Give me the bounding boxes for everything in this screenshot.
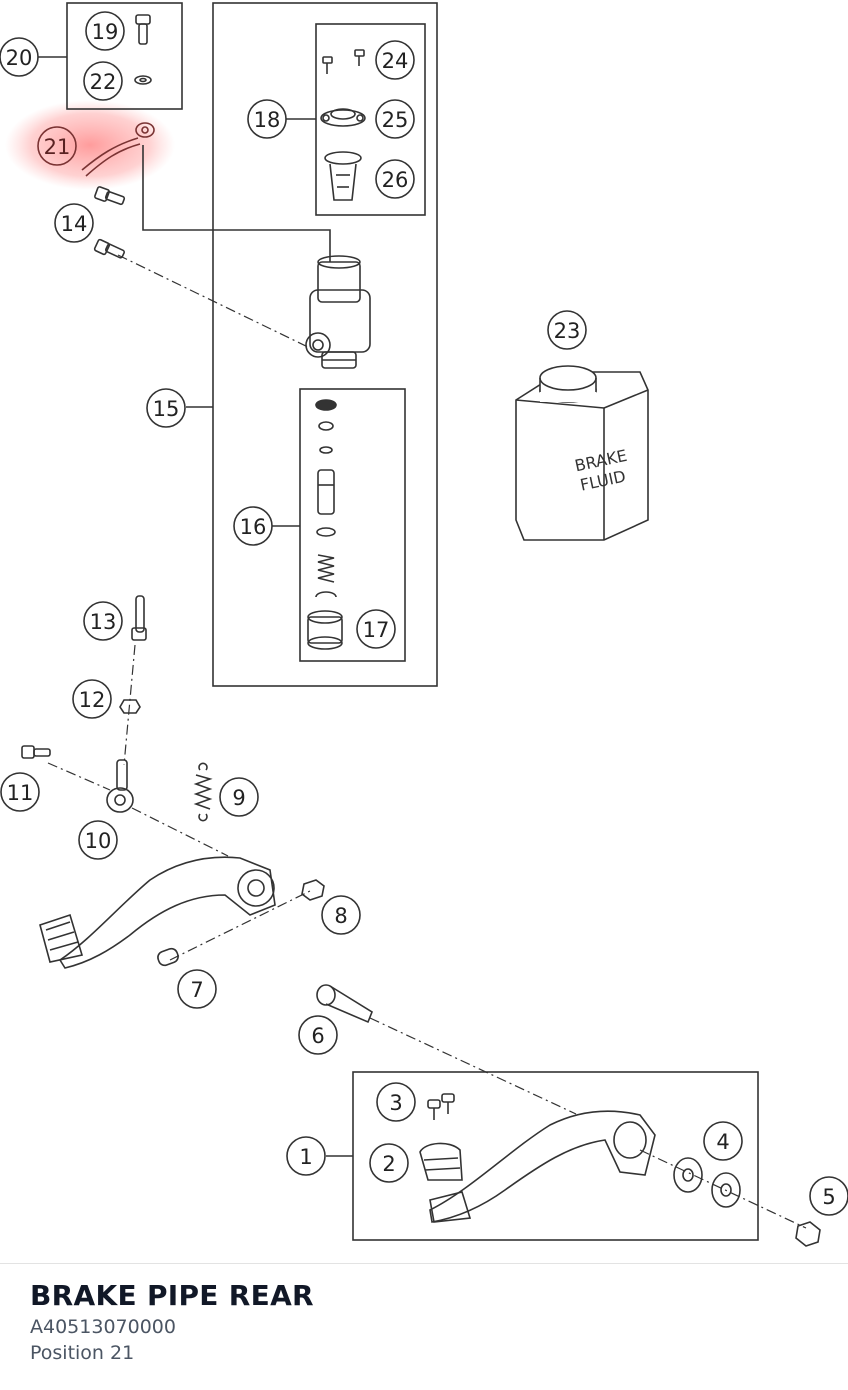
part-6-bolt — [316, 984, 373, 1024]
svg-text:17: 17 — [363, 618, 390, 642]
svg-text:1: 1 — [299, 1145, 312, 1169]
callout-2[interactable]: 2 — [369, 1143, 409, 1183]
svg-text:26: 26 — [382, 168, 409, 192]
part-5-nut — [795, 1221, 821, 1247]
assembly-axes — [47, 254, 807, 1229]
callout-8[interactable]: 8 — [321, 895, 361, 935]
callout-18[interactable]: 18 — [247, 99, 287, 139]
part-22-washer — [134, 75, 152, 85]
callout-12[interactable]: 12 — [72, 679, 112, 719]
part-17-seal — [307, 610, 343, 650]
svg-text:6: 6 — [311, 1024, 324, 1048]
part-16-piston-kit — [315, 399, 337, 598]
exploded-parts-diagram: BRAKE FLUID — [0, 2, 848, 1247]
part-name: BRAKE PIPE REAR — [30, 1279, 314, 1312]
part-10-clevis — [106, 759, 134, 813]
svg-text:15: 15 — [153, 397, 180, 421]
svg-text:14: 14 — [61, 212, 88, 236]
callout-21[interactable]: 21 — [37, 126, 77, 166]
callout-13[interactable]: 13 — [83, 601, 123, 641]
svg-text:8: 8 — [334, 904, 347, 928]
callout-6[interactable]: 6 — [298, 1015, 338, 1055]
svg-text:11: 11 — [7, 781, 34, 805]
part-4-bushings — [673, 1157, 741, 1208]
callout-3[interactable]: 3 — [376, 1082, 416, 1122]
part-26-membrane — [324, 151, 362, 201]
part-brake-pedal-upper — [39, 856, 276, 969]
callout-20[interactable]: 20 — [0, 37, 39, 77]
highlight-glow — [5, 100, 175, 190]
callout-22[interactable]: 22 — [83, 61, 123, 101]
leader-lines — [38, 56, 353, 1157]
divider — [0, 1263, 848, 1264]
callout-23[interactable]: 23 — [547, 310, 587, 350]
group-box-20 — [66, 2, 183, 110]
part-8-nut — [301, 879, 325, 901]
part-7-pin — [157, 947, 179, 967]
part-2-step-plate — [419, 1142, 463, 1181]
group-box-15 — [212, 2, 438, 687]
callout-14[interactable]: 14 — [54, 203, 94, 243]
svg-text:7: 7 — [190, 978, 203, 1002]
callout-17[interactable]: 17 — [356, 609, 396, 649]
part-21-brake-pipe — [81, 122, 155, 177]
part-25-cap — [320, 108, 366, 127]
svg-text:25: 25 — [382, 108, 409, 132]
svg-text:5: 5 — [822, 1185, 835, 1209]
svg-text:18: 18 — [254, 108, 281, 132]
part-9-spring — [193, 762, 213, 822]
callout-19[interactable]: 19 — [85, 11, 125, 51]
callout-11[interactable]: 11 — [0, 772, 40, 812]
svg-text:12: 12 — [79, 688, 106, 712]
callout-4[interactable]: 4 — [703, 1121, 743, 1161]
svg-text:23: 23 — [554, 319, 581, 343]
part-1-brake-pedal — [429, 1110, 656, 1223]
callout-24[interactable]: 24 — [375, 40, 415, 80]
svg-text:24: 24 — [382, 49, 409, 73]
svg-text:3: 3 — [389, 1091, 402, 1115]
part-position: Position 21 — [30, 1342, 135, 1364]
part-24-screws — [322, 49, 365, 74]
part-19-bolt — [135, 14, 151, 45]
part-13-pushrod — [131, 595, 147, 641]
callout-25[interactable]: 25 — [375, 99, 415, 139]
svg-text:19: 19 — [92, 20, 119, 44]
svg-text:10: 10 — [85, 829, 112, 853]
part-14-bolts — [93, 186, 126, 259]
group-box-16 — [299, 388, 406, 662]
part-info-panel: BRAKE PIPE REAR A40513070000 Position 21 — [30, 1278, 818, 1366]
svg-text:16: 16 — [240, 515, 267, 539]
part-12-nut — [119, 699, 141, 714]
callout-1[interactable]: 1 — [286, 1136, 326, 1176]
svg-text:13: 13 — [90, 610, 117, 634]
svg-text:22: 22 — [90, 70, 117, 94]
svg-text:4: 4 — [716, 1130, 729, 1154]
svg-text:21: 21 — [44, 135, 71, 159]
svg-text:2: 2 — [382, 1152, 395, 1176]
part-number: A40513070000 — [30, 1316, 176, 1338]
svg-text:9: 9 — [232, 786, 245, 810]
part-15-master-cylinder — [305, 255, 371, 369]
callout-26[interactable]: 26 — [375, 159, 415, 199]
callout-15[interactable]: 15 — [146, 388, 186, 428]
callout-5[interactable]: 5 — [809, 1176, 848, 1216]
callout-9[interactable]: 9 — [219, 777, 259, 817]
part-3-screws — [427, 1093, 455, 1120]
callout-16[interactable]: 16 — [233, 506, 273, 546]
callout-10[interactable]: 10 — [78, 820, 118, 860]
part-23-brake-fluid-can: BRAKE FLUID — [515, 365, 649, 541]
part-11-bolt — [21, 745, 51, 759]
callout-7[interactable]: 7 — [177, 969, 217, 1009]
svg-text:20: 20 — [6, 46, 33, 70]
